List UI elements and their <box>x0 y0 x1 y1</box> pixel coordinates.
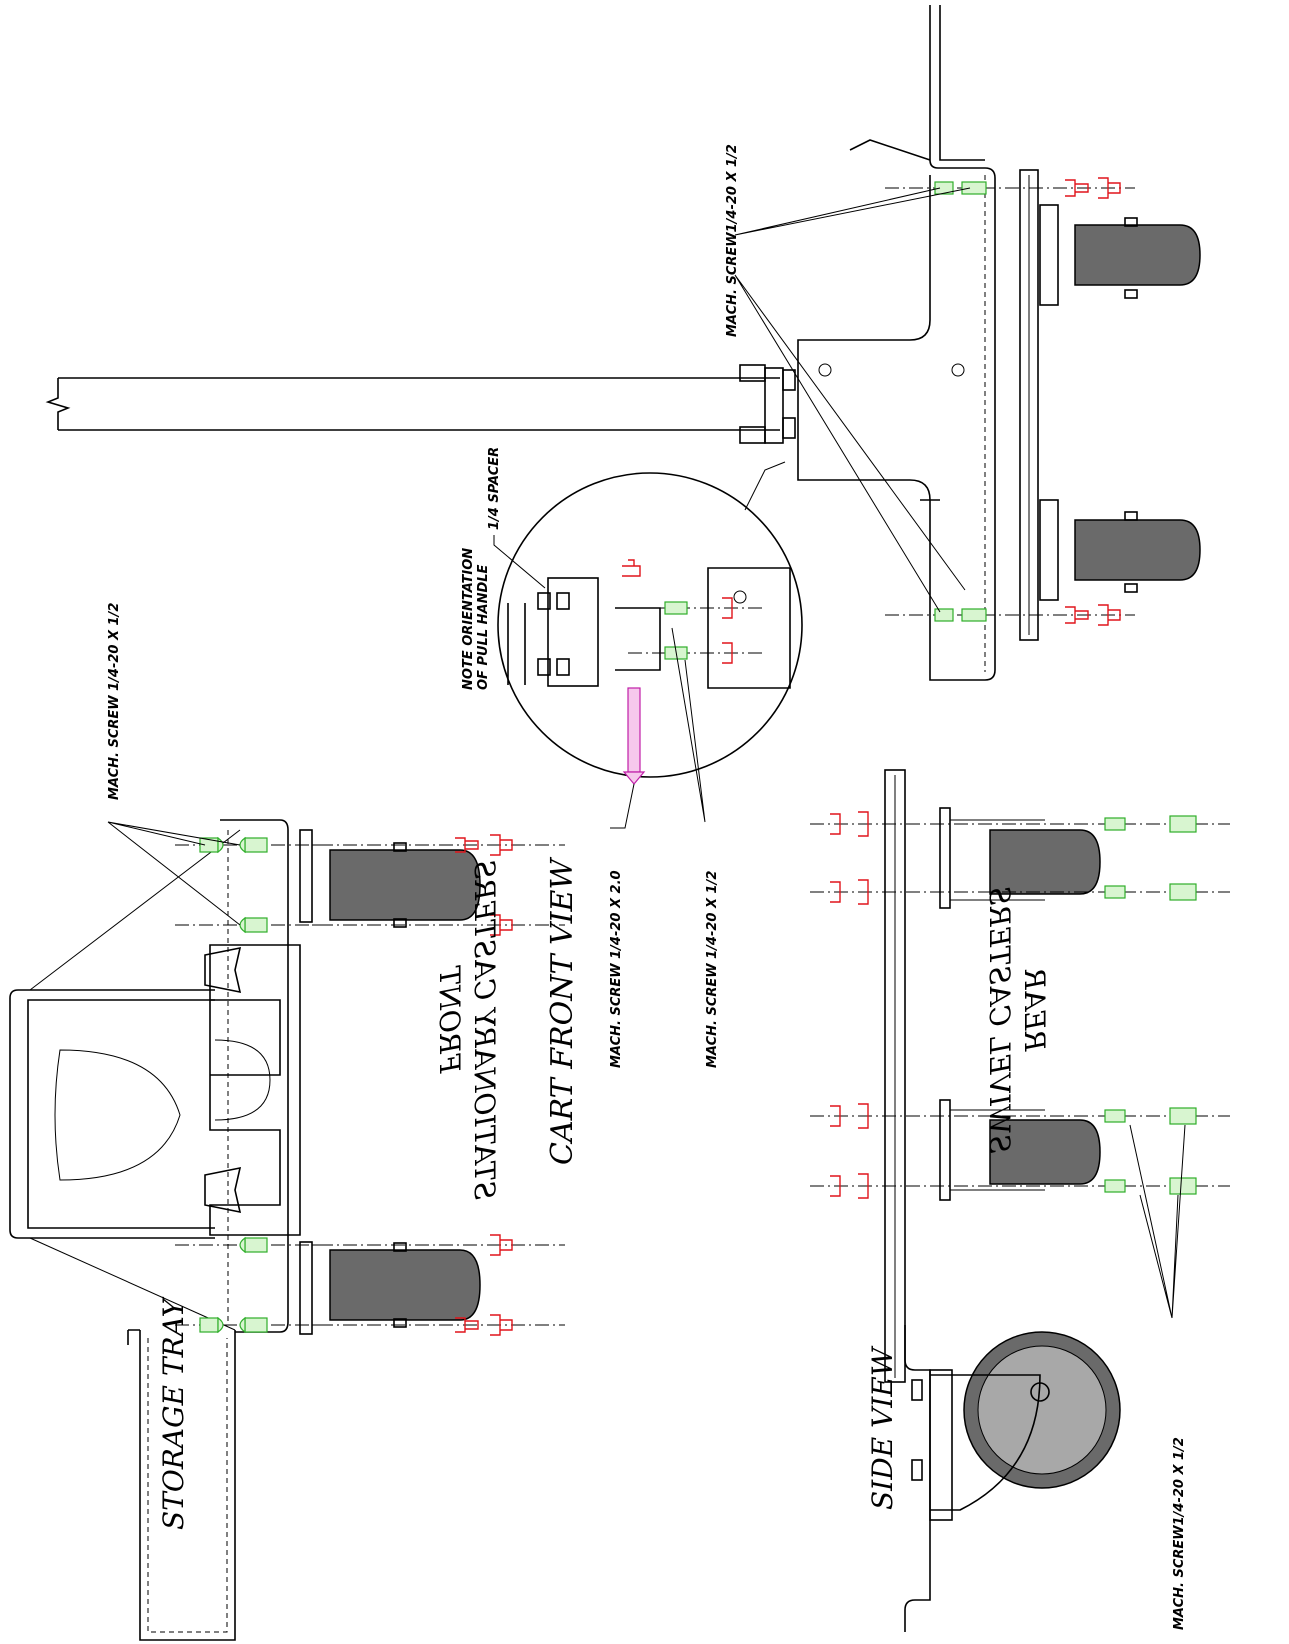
top-right-assembly <box>45 5 1201 681</box>
note-orientation-line2: OF PULL HANDLE <box>476 564 491 690</box>
rear-casters-assembly <box>810 769 1230 1383</box>
front-casters-label-line2: STATIONARY CASTERS <box>468 860 501 1200</box>
knob-top <box>204 946 242 994</box>
front-caster-wheel-bottom <box>329 1249 481 1321</box>
front-casters-label-line1: FRONT <box>433 964 466 1074</box>
rear-caster-wheel-1 <box>989 829 1101 895</box>
side-view-label: SIDE VIEW <box>866 1345 899 1510</box>
top-caster-wheel-1 <box>1074 224 1201 286</box>
top-caster-wheel-2 <box>1074 519 1201 581</box>
detail-circle <box>497 461 803 829</box>
knob-bottom <box>204 1166 242 1214</box>
rear-casters-label-line2: SWIVEL CASTERS <box>983 886 1016 1153</box>
note-orientation-line1: NOTE ORIENTATION <box>461 548 476 690</box>
front-casters-assembly <box>9 819 565 1641</box>
screw-callout-detail-short: MACH. SCREW 1/4-20 X 1/2 <box>705 871 720 1068</box>
cart-front-view-title: CART FRONT VIEW <box>545 857 580 1165</box>
screw-callout-detail-long: MACH. SCREW 1/4-20 X 2.0 <box>609 870 624 1068</box>
rear-casters-label-line1: REAR <box>1018 969 1051 1053</box>
front-nuts <box>455 834 513 1336</box>
rear-caster-wheel-2 <box>989 1119 1101 1185</box>
spacer-label: 1/4 SPACER <box>487 447 502 530</box>
long-screw <box>627 687 641 773</box>
front-caster-wheel-top <box>329 849 481 921</box>
screw-callout-bottom-right: MACH. SCREW1/4-20 X 1/2 <box>1172 1437 1187 1630</box>
storage-tray-label: STORAGE TRAY <box>157 1296 190 1530</box>
front-screws <box>199 836 268 1334</box>
side-view-caster <box>904 1325 1121 1632</box>
screw-callout-front: MACH. SCREW 1/4-20 X 1/2 <box>107 603 122 800</box>
screw-callout-top-right: MACH. SCREW1/4-20 X 1/2 <box>725 144 740 337</box>
